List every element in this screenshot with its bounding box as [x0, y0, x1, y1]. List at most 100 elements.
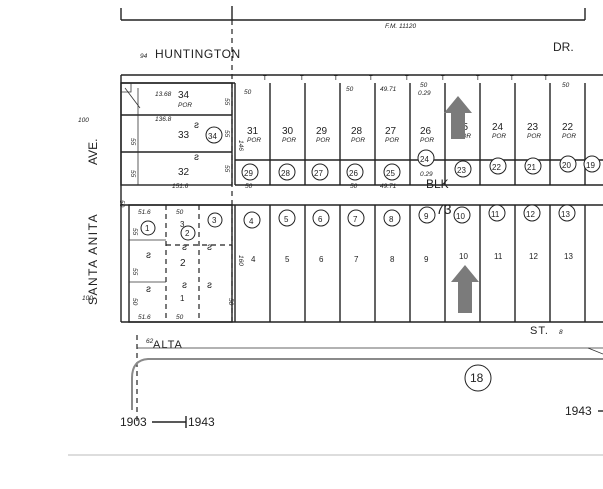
dim-4971-t: 49.71 — [380, 86, 397, 93]
dim-50-lt: 50 — [176, 209, 184, 216]
lot-30: 30 — [282, 126, 294, 137]
left-lot-34-tag: POR — [178, 102, 192, 109]
parcel-4: 4 — [249, 217, 254, 226]
dim-50-b2: 50 — [350, 183, 358, 190]
lot-6: 6 — [319, 255, 324, 264]
lower-left-ties: ƨ ƨ ƨ ƨ ƨ ƨ — [146, 242, 212, 295]
lot-31: 31 — [247, 126, 259, 137]
parcel-10: 10 — [456, 212, 465, 221]
left-parcel-circle-34 — [205, 126, 223, 144]
lot-22: 22 — [562, 122, 574, 133]
parcel-11: 11 — [491, 210, 500, 219]
street-label-dr: DR. — [553, 40, 574, 54]
svg-text:т: т — [405, 73, 409, 82]
svg-text:т: т — [300, 73, 304, 82]
lower-row-lots — [121, 204, 603, 323]
street-label-st: ST. — [530, 325, 549, 337]
lot-5: 5 — [285, 255, 290, 264]
left-parcel-34: 34 — [208, 132, 217, 141]
dim-1516: 151.6 — [172, 183, 189, 190]
dim-1368: 13.68 — [155, 91, 172, 98]
left-lot-34: 34 — [178, 90, 190, 101]
parcel-24: 24 — [420, 155, 429, 164]
dim-50-l3: 50 — [131, 298, 138, 306]
lot-13: 13 — [564, 252, 573, 261]
dim-50-b1: 50 — [245, 183, 253, 190]
dim-50-side: 50 — [118, 200, 125, 208]
lot-line-tie-a: ƨ — [194, 120, 199, 131]
lot-10: 10 — [459, 252, 468, 261]
svg-text:т: т — [476, 73, 480, 82]
lot-12: 12 — [529, 252, 538, 261]
svg-text:т: т — [334, 73, 338, 82]
alta-curb-line — [131, 358, 603, 410]
grey-arrow-up-icon — [444, 96, 472, 139]
lower-lot-numbers: 4 5 6 7 8 9 10 11 12 13 — [251, 252, 573, 264]
street-label-huntington: HUNTINGTON — [155, 47, 241, 61]
svg-text:ƨ: ƨ — [146, 284, 151, 295]
svg-text:т: т — [510, 73, 514, 82]
dim-55-e: 55 — [223, 165, 230, 173]
parcel-29: 29 — [244, 169, 253, 178]
left-lot-1: 1 — [180, 294, 185, 303]
lot-9: 9 — [424, 255, 429, 264]
left-lot-2: 2 — [180, 258, 186, 269]
block-number: 73 — [436, 201, 452, 217]
parcel-25: 25 — [386, 169, 395, 178]
dim-50-t4: 50 — [562, 82, 570, 89]
block-prefix: BLK — [426, 177, 449, 191]
huntington-prefix: 94 — [140, 53, 148, 60]
lower-parcel-circles: 4 5 6 7 8 9 10 11 12 13 — [243, 204, 576, 229]
lot-26-tag: POR — [420, 137, 434, 144]
dim-029-t: 0.29 — [418, 90, 431, 97]
lot-11: 11 — [494, 252, 503, 261]
parcel-6: 6 — [318, 215, 323, 224]
dim-029-b: 0.29 — [420, 171, 433, 178]
dim-55-l2: 55 — [131, 268, 138, 276]
margin-number-lower: 100 — [82, 295, 93, 302]
parcel-20: 20 — [562, 161, 571, 170]
dim-50-r: 50 — [227, 298, 234, 306]
dim-516-top: 51.6 — [138, 209, 151, 216]
street-label-alta: ALTA — [153, 339, 183, 351]
dim-55-b: 55 — [129, 170, 136, 178]
parcel-5: 5 — [284, 215, 289, 224]
top-frame-lines — [120, 6, 586, 21]
svg-text:т: т — [544, 73, 548, 82]
parcel-26: 26 — [349, 169, 358, 178]
dim-55-c: 55 — [223, 98, 230, 106]
parcel-23: 23 — [457, 166, 466, 175]
dim-55-l1: 55 — [131, 228, 138, 236]
parcel-12: 12 — [526, 210, 535, 219]
parcel-27: 27 — [314, 169, 323, 178]
parcel-13: 13 — [561, 210, 570, 219]
lot-24-tag: POR — [492, 133, 506, 140]
lower-left-dimensions: 51.6 50 51.6 50 50 55 55 50 50 160 — [118, 200, 244, 321]
year-left-to: 1943 — [188, 415, 215, 429]
left-lot-32: 32 — [178, 167, 190, 178]
lot-29: 29 — [316, 126, 328, 137]
lot-28-tag: POR — [351, 137, 365, 144]
left-parcel-circle-2 — [180, 225, 196, 241]
lot-8: 8 — [390, 255, 395, 264]
left-lot-33: 33 — [178, 130, 190, 141]
svg-text:т: т — [441, 73, 445, 82]
dim-516-bot: 51.6 — [138, 314, 151, 321]
parcel-8: 8 — [389, 215, 394, 224]
margin-number-upper: 100 — [78, 117, 89, 124]
grey-arrow-down-icon — [451, 265, 479, 313]
parcel-9: 9 — [424, 212, 429, 221]
left-parcel-circle-1 — [140, 220, 156, 236]
svg-text:т: т — [369, 73, 373, 82]
dim-50-lb: 50 — [176, 314, 184, 321]
lot-7: 7 — [354, 255, 359, 264]
parcel-7: 7 — [353, 215, 358, 224]
left-lot-3: 3 — [180, 220, 185, 229]
left-parcel-1: 1 — [145, 224, 150, 233]
lot-27-tag: POR — [385, 137, 399, 144]
upper-left-lots — [120, 82, 233, 186]
lot-24: 24 — [492, 122, 504, 133]
svg-text:ƨ: ƨ — [182, 242, 187, 253]
lot-line-tie-b: ƨ — [194, 152, 199, 163]
